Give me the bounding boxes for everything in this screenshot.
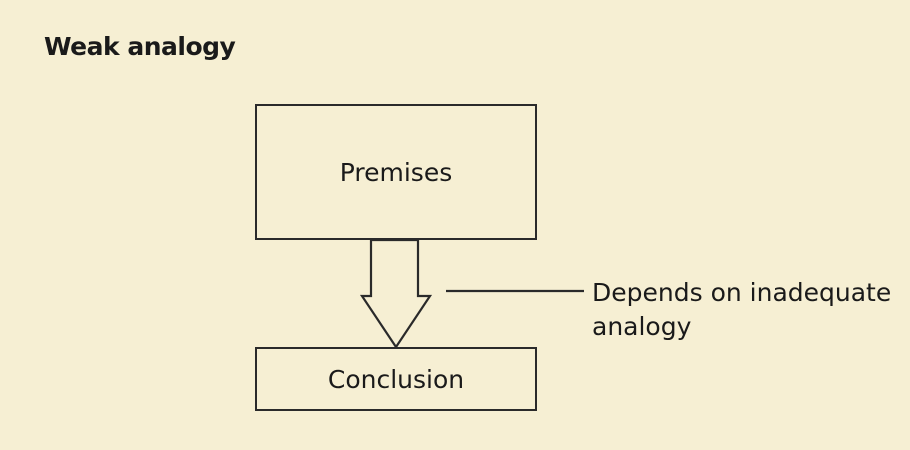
diagram-title: Weak analogy (44, 32, 236, 61)
premises-label: Premises (339, 157, 453, 187)
conclusion-box: Conclusion (255, 347, 537, 411)
premises-box: Premises (255, 104, 537, 240)
inference-arrow (359, 238, 433, 349)
conclusion-label: Conclusion (327, 364, 465, 394)
annotation-text: Depends on inadequate analogy (592, 278, 892, 341)
